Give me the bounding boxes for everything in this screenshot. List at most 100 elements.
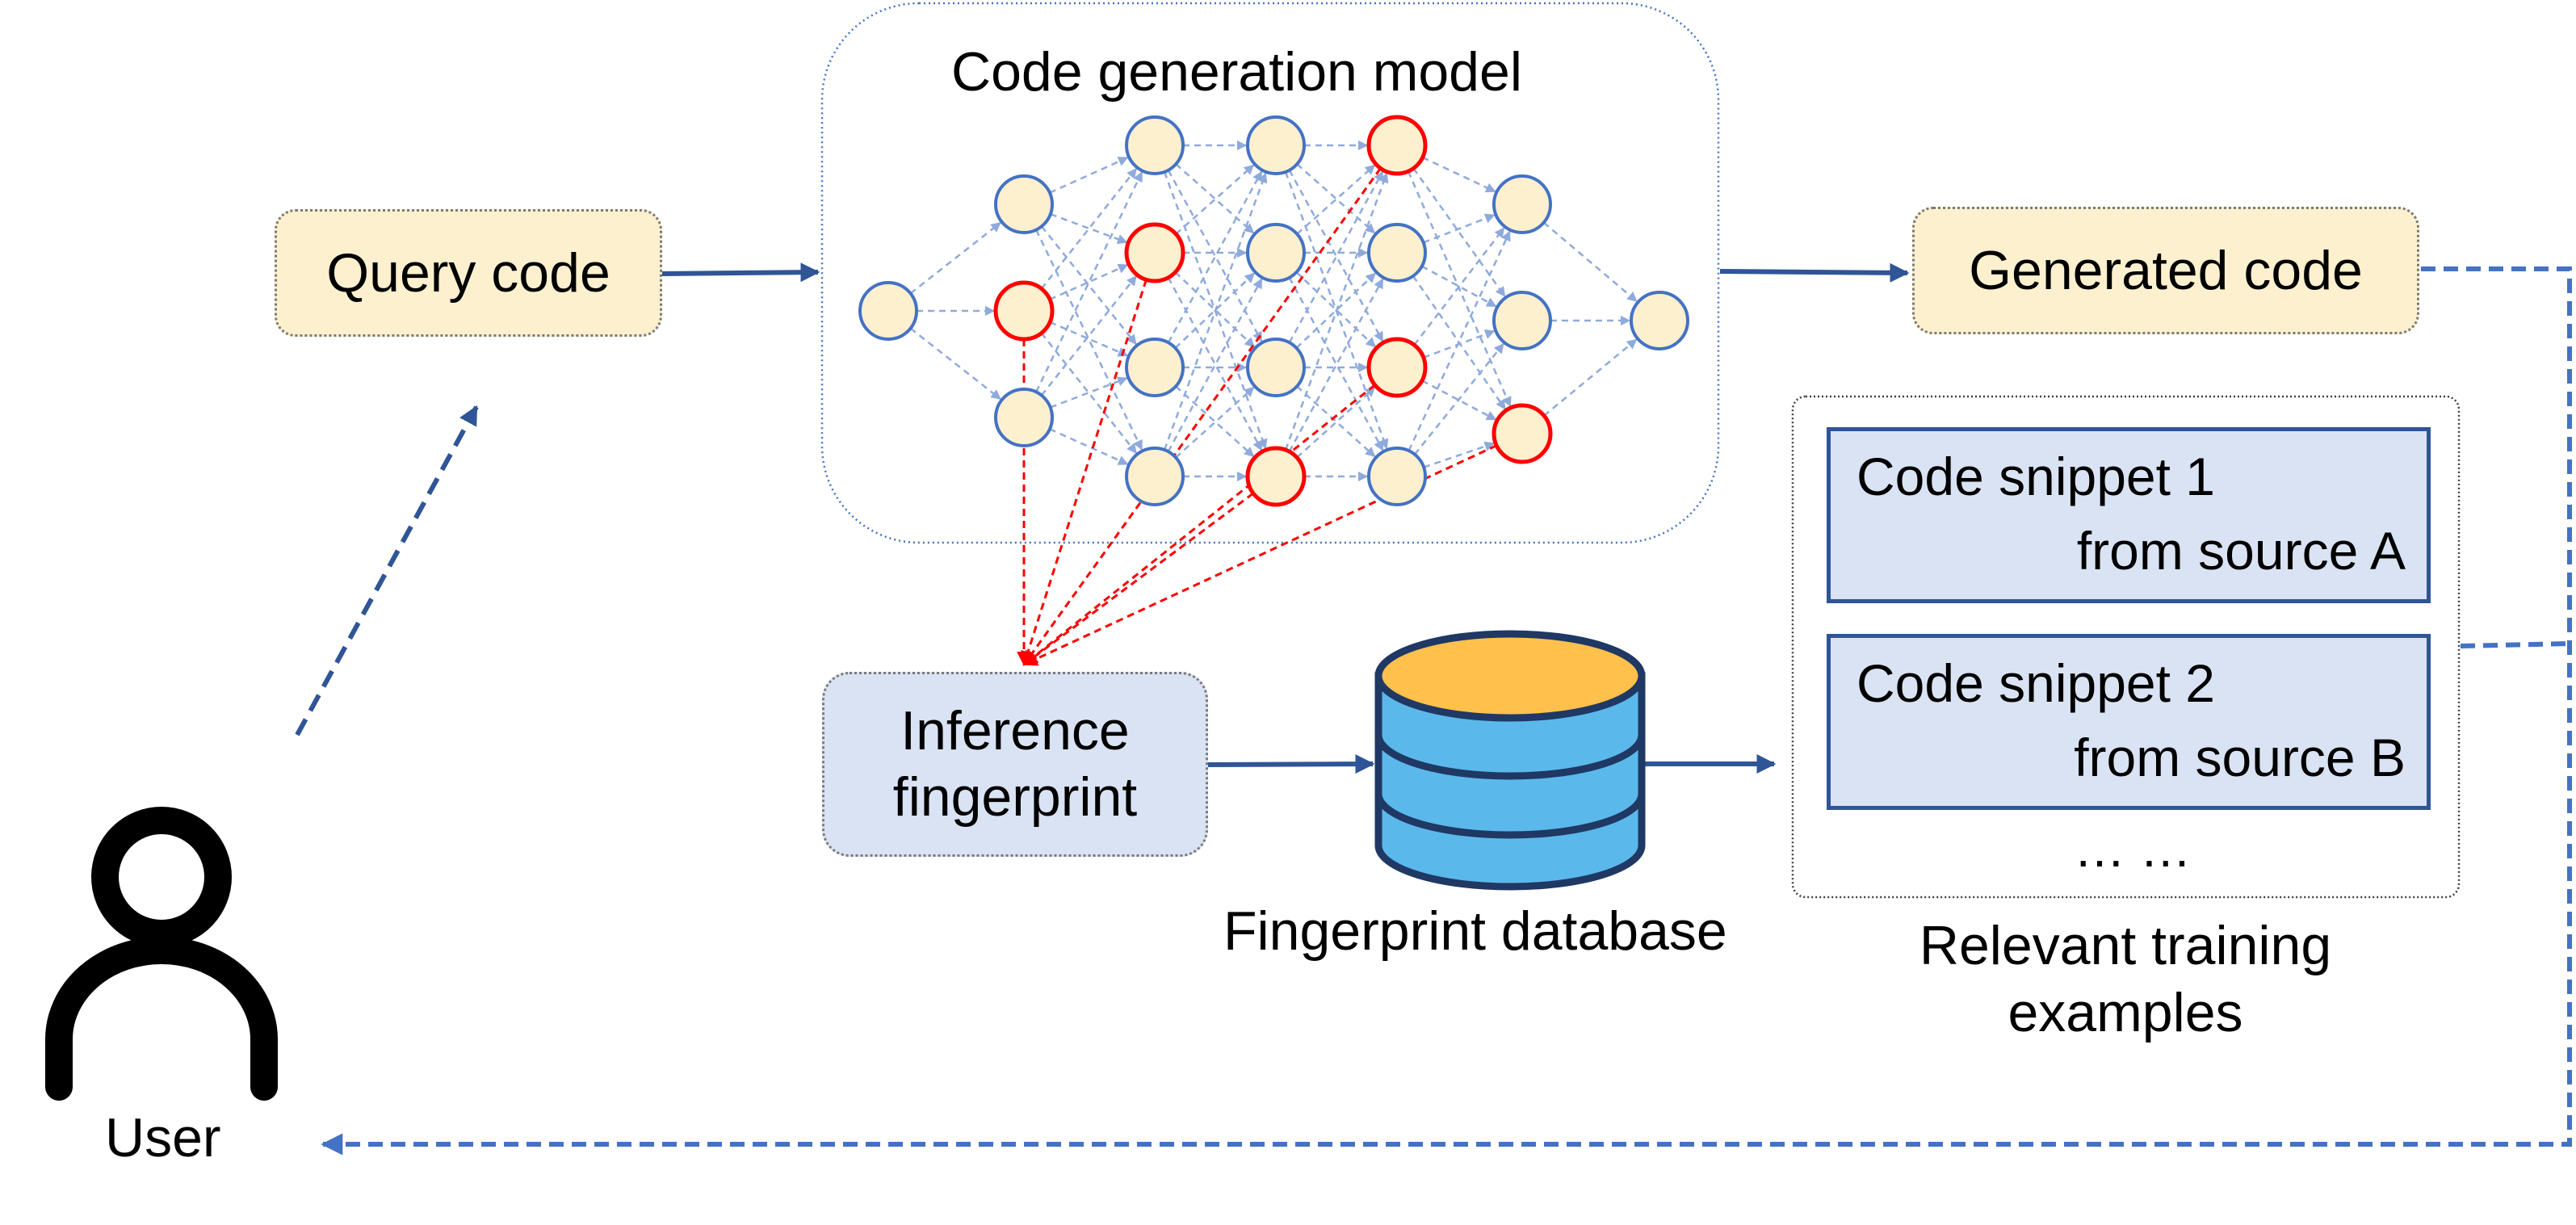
network-edge — [1163, 172, 1268, 451]
network-edge — [1167, 170, 1263, 342]
network-edge — [1167, 278, 1263, 452]
fingerprint-label-line1: Inference — [900, 699, 1130, 761]
neuron — [1125, 115, 1185, 175]
neuron — [1125, 447, 1185, 506]
query-code-box: Query code — [275, 209, 662, 337]
examples-caption-line2: examples — [2008, 981, 2243, 1043]
examples-caption-line1: Relevant training — [1919, 915, 2332, 976]
neuron — [1492, 291, 1552, 350]
network-edge — [1049, 321, 1129, 357]
network-edges — [909, 140, 1638, 482]
network-edge — [1175, 386, 1255, 459]
neuron — [1367, 223, 1427, 283]
network-edge — [1288, 170, 1384, 343]
user-icon — [45, 807, 278, 1101]
neuron — [1492, 174, 1552, 234]
neuron — [1630, 291, 1689, 350]
network-edge — [1174, 271, 1256, 348]
neuron — [1125, 338, 1185, 397]
neuron — [1246, 115, 1306, 175]
arrow-user-to-query — [295, 405, 479, 736]
arrow-fingerprint-to-database — [1207, 754, 1375, 774]
network-edge — [1423, 441, 1496, 468]
network-edge — [1284, 172, 1389, 451]
snippet-2-source: from source B — [2074, 728, 2406, 787]
network-edge — [1422, 156, 1496, 193]
network-edge — [1542, 221, 1638, 303]
examples-caption: Relevant training examples — [1802, 912, 2448, 1047]
network-edge — [1296, 386, 1376, 459]
arrow-results-to-user — [321, 266, 2572, 1156]
network-edge — [1175, 164, 1255, 235]
network-edge — [909, 327, 1001, 401]
network-edge — [1050, 212, 1128, 245]
code-snippet-1: Code snippet 1 from source A — [1827, 427, 2431, 603]
neuron-active — [1366, 115, 1428, 176]
network-edge — [1413, 227, 1505, 346]
network-edge — [1296, 163, 1376, 234]
network-edge — [1423, 213, 1496, 244]
network-edge — [1050, 376, 1128, 409]
network-edge — [1174, 272, 1256, 349]
network-edge — [1040, 275, 1137, 396]
fingerprint-edge — [1022, 167, 1382, 666]
snippet-1-source: from source A — [2076, 521, 2406, 581]
connector-examples-to-loop — [2460, 641, 2570, 648]
model-title: Code generation model — [951, 41, 1522, 103]
network-edge — [1049, 428, 1129, 465]
arrow-model-to-generated — [1719, 262, 1910, 283]
network-edge — [1175, 163, 1255, 234]
neuron-active — [1491, 403, 1553, 464]
generated-code-box: Generated code — [1912, 207, 2419, 334]
examples-container — [1791, 395, 2461, 899]
network-edge — [1421, 265, 1497, 308]
network-edge — [1288, 277, 1384, 451]
network-edge — [1413, 342, 1504, 455]
fingerprint-edge — [1022, 384, 1376, 666]
network-edge — [1296, 164, 1376, 235]
user-label: User — [105, 1107, 221, 1168]
network-edge — [1040, 168, 1138, 290]
neuron — [994, 174, 1054, 234]
network-edge — [1421, 380, 1497, 421]
neuron-active — [1124, 222, 1185, 283]
network-edge — [1175, 385, 1255, 458]
neuron-active — [1366, 337, 1428, 398]
network-edge — [909, 221, 1001, 295]
network-edge — [1288, 278, 1384, 452]
network-edge — [1407, 170, 1512, 408]
neuron — [1367, 447, 1427, 506]
network-edge — [1295, 272, 1377, 349]
network-edge — [1295, 271, 1377, 348]
network-edge — [1296, 385, 1376, 458]
fingerprint-edge — [1022, 492, 1254, 666]
network-edge — [1408, 230, 1511, 451]
network-edge — [1288, 170, 1384, 342]
query-code-label: Query code — [326, 242, 610, 304]
neuron-active — [1245, 446, 1307, 507]
network-edge — [1412, 167, 1506, 297]
neuron — [994, 388, 1054, 447]
database-icon — [1374, 630, 1646, 891]
more-snippets-ellipsis: … … — [2074, 820, 2192, 878]
fingerprint-edge — [1021, 279, 1147, 666]
code-snippet-2: Code snippet 2 from source B — [1827, 634, 2431, 810]
neuron-active — [993, 280, 1055, 342]
snippet-1-title: Code snippet 1 — [1856, 447, 2215, 506]
snippet-2-title: Code snippet 2 — [1856, 653, 2215, 713]
model-container — [820, 2, 1720, 544]
database-label: Fingerprint database — [1223, 900, 1727, 962]
network-edge — [1049, 157, 1129, 194]
network-edge — [1543, 338, 1638, 417]
generated-code-label: Generated code — [1969, 240, 2363, 301]
network-nodes — [858, 115, 1689, 507]
neuron — [1246, 338, 1306, 397]
neuron — [1246, 223, 1306, 283]
network-edge — [1040, 225, 1137, 346]
network-edge — [1167, 170, 1263, 343]
network-edge — [1167, 277, 1263, 451]
neuron — [858, 281, 918, 341]
fingerprint-label-line2: fingerprint — [892, 766, 1138, 828]
arrow-query-to-model — [661, 262, 820, 283]
